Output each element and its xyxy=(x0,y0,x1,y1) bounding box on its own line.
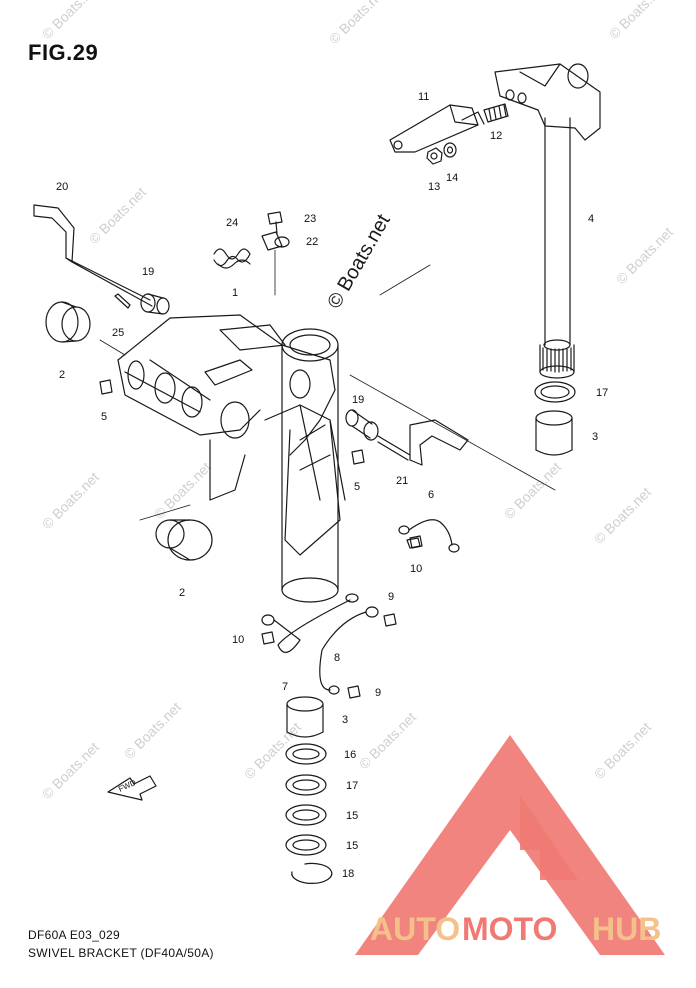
callouts: 1 2 2 3 3 4 5 5 6 7 8 9 9 10 10 11 12 13… xyxy=(56,91,608,880)
callout-23: 23 xyxy=(304,213,316,225)
watermark-text: © Boats.net xyxy=(39,739,102,802)
plate-part-22 xyxy=(261,231,290,251)
bolt-part-5-left xyxy=(99,379,113,395)
washer-part-16 xyxy=(285,743,327,765)
upper-thrust-washer xyxy=(534,381,576,403)
snap-ring-part-18 xyxy=(291,862,333,884)
brand-text-auto: AUTO xyxy=(370,911,460,947)
callout-2-lower: 2 xyxy=(179,587,185,599)
callout-17-upper: 17 xyxy=(596,387,608,399)
callout-12: 12 xyxy=(490,130,502,142)
callout-21: 21 xyxy=(396,475,408,487)
callout-25: 25 xyxy=(112,327,124,339)
watermark-text: © Boats.net xyxy=(121,699,184,762)
bolt-part-12 xyxy=(483,103,509,123)
watermark-text: © Boats.net xyxy=(241,719,304,782)
watermark-text: © Boats.net xyxy=(606,0,669,42)
watermark-text: © Boats.net xyxy=(613,224,676,287)
watermark-text: © Boats.net xyxy=(39,0,102,42)
watermark-text: © Boats.net xyxy=(591,484,654,547)
ground-lead-part-6 xyxy=(398,519,460,553)
fwd-arrow-icon xyxy=(107,775,157,801)
callout-7: 7 xyxy=(282,681,288,693)
upper-bushing xyxy=(535,410,573,456)
bolt-part-10-upper xyxy=(409,535,423,549)
callout-2-upper: 2 xyxy=(59,369,65,381)
pin-part-19-left xyxy=(140,293,170,315)
clip-part-25 xyxy=(114,293,131,309)
watermark-text: © Boats.net xyxy=(326,0,389,47)
callout-16: 16 xyxy=(344,749,356,761)
callout-17-lower: 17 xyxy=(346,780,358,792)
callout-9-lower: 9 xyxy=(375,687,381,699)
callout-3-lower: 3 xyxy=(342,714,348,726)
watermark-text: © Boats.net xyxy=(151,459,214,522)
tilt-lever-part-21 xyxy=(377,419,469,466)
callout-13: 13 xyxy=(428,181,440,193)
brand-logo: AUTO MOTO HUB xyxy=(355,735,665,955)
watermark-text: © Boats.net xyxy=(591,719,654,782)
callout-3-upper: 3 xyxy=(592,431,598,443)
large-watermark: © Boats.net xyxy=(323,210,395,312)
callout-10-right: 10 xyxy=(410,563,422,575)
washer-part-15-lower xyxy=(285,834,327,856)
brand-text-moto: MOTO xyxy=(462,911,557,947)
leader-lines xyxy=(99,249,556,521)
callout-8: 8 xyxy=(334,652,340,664)
cap-part-2-lower xyxy=(155,519,213,561)
callout-24: 24 xyxy=(226,217,238,229)
lower-bushing xyxy=(286,696,324,738)
callout-19-upper: 19 xyxy=(142,266,154,278)
callout-5-left: 5 xyxy=(101,411,107,423)
washer-part-17-lower xyxy=(285,774,327,796)
callout-14: 14 xyxy=(446,172,458,184)
ground-lead-part-7 xyxy=(261,593,359,653)
figure-title: FIG.29 xyxy=(28,40,99,65)
bracket-arm-part xyxy=(389,104,485,153)
callout-15-lower: 15 xyxy=(346,840,358,852)
bolt-part-23 xyxy=(267,211,283,235)
spring-part-24 xyxy=(213,248,251,269)
callout-1: 1 xyxy=(232,287,238,299)
bolt-part-9-upper xyxy=(383,613,397,627)
brand-triangle-inner xyxy=(520,795,578,880)
pin-part-19-right xyxy=(345,409,379,441)
callout-9-upper: 9 xyxy=(388,591,394,603)
callout-10-left: 10 xyxy=(232,634,244,646)
brand-triangle-outer xyxy=(355,735,665,955)
figure-caption: SWIVEL BRACKET (DF40A/50A) xyxy=(28,946,214,960)
callout-4: 4 xyxy=(588,213,594,225)
callout-19-lower: 19 xyxy=(352,394,364,406)
nut-part-13 xyxy=(426,147,443,165)
watermark-text: © Boats.net xyxy=(501,459,564,522)
bolt-part-5-right xyxy=(351,449,365,465)
watermark-text: © Boats.net xyxy=(356,709,419,772)
callout-5-right: 5 xyxy=(354,481,360,493)
ground-lead-part-8 xyxy=(319,606,379,695)
tilt-lever-part xyxy=(33,204,153,307)
bolt-part-9-lower xyxy=(347,685,361,699)
callout-11: 11 xyxy=(418,91,429,103)
cap-part-2-upper xyxy=(45,301,91,343)
callout-15-upper: 15 xyxy=(346,810,358,822)
bolt-part-10-lower xyxy=(261,631,275,645)
figure-code: DF60A E03_029 xyxy=(28,928,120,942)
callout-20: 20 xyxy=(56,181,68,193)
washer-part-15-upper xyxy=(285,804,327,826)
steering-shaft-part xyxy=(494,63,601,379)
washer-part-14 xyxy=(443,142,457,158)
brand-text-hub: HUB xyxy=(592,911,661,947)
swivel-bracket-body xyxy=(117,314,346,603)
callout-22: 22 xyxy=(306,236,318,248)
callout-6: 6 xyxy=(428,489,434,501)
watermark-text: © Boats.net xyxy=(39,469,102,532)
watermark-text: © Boats.net xyxy=(86,184,149,247)
callout-18: 18 xyxy=(342,868,354,880)
